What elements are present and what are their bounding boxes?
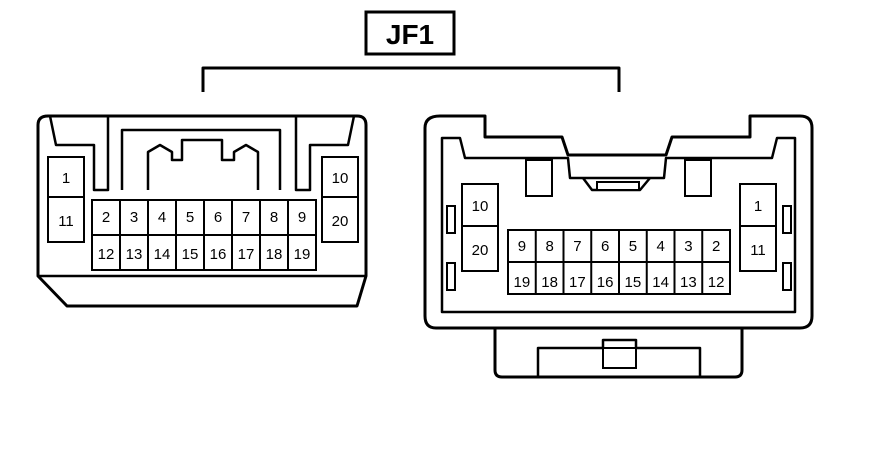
title-box (364, 10, 456, 56)
right-side-notch (782, 262, 792, 291)
left-pin-label: 20 (332, 213, 349, 230)
right-pin-label: 4 (656, 238, 664, 255)
right-pin-label: 2 (712, 238, 720, 255)
right-lock-housing (493, 328, 744, 379)
pin-cell (461, 225, 499, 272)
right-connector-inner-outline (440, 136, 797, 314)
pin-cell (739, 225, 777, 272)
pin-cell (321, 156, 359, 198)
right-side-notch (782, 205, 792, 234)
left-pin-label: 2 (102, 209, 110, 226)
right-lock-slot (602, 347, 637, 369)
bracket-line (201, 66, 621, 92)
left-pin-label: 10 (332, 170, 349, 187)
left-pin-grid (92, 200, 316, 270)
right-pin-label: 15 (625, 274, 642, 291)
left-pin-label: 9 (298, 209, 306, 226)
left-pin-label: 3 (130, 209, 138, 226)
right-key-post (684, 159, 712, 197)
right-pin-label: 18 (541, 274, 558, 291)
right-key-slot (596, 181, 640, 191)
right-side-notch (446, 262, 456, 291)
left-pin-label: 14 (154, 246, 171, 263)
left-connector-housing (36, 114, 368, 308)
left-pin-label: 18 (266, 246, 283, 263)
pin-cell (739, 183, 777, 227)
right-pin-grid (508, 230, 730, 294)
left-latch-outline-right (294, 115, 356, 192)
right-pin-label: 7 (573, 238, 581, 255)
left-pin-label: 7 (242, 209, 250, 226)
left-key-tab (146, 138, 260, 190)
pin-cell (461, 183, 499, 227)
left-pin-label: 13 (126, 246, 143, 263)
left-key-frame (120, 128, 282, 190)
right-pin-label: 17 (569, 274, 586, 291)
left-pin-label: 6 (214, 209, 222, 226)
right-pin-label: 9 (518, 238, 526, 255)
left-pin-label: 19 (294, 246, 311, 263)
pin-cell (321, 196, 359, 243)
title-label: JF1 (386, 19, 434, 50)
right-pin-label: 19 (514, 274, 531, 291)
right-pin-label: 12 (708, 274, 725, 291)
left-pin-label: 16 (210, 246, 227, 263)
right-pin-label: 20 (472, 242, 489, 259)
right-pin-label: 3 (684, 238, 692, 255)
right-key-post (525, 159, 553, 197)
right-pin-label: 14 (652, 274, 669, 291)
right-pin-label: 8 (545, 238, 553, 255)
left-pin-label: 5 (186, 209, 194, 226)
left-pin-label: 15 (182, 246, 199, 263)
left-pin-label: 17 (238, 246, 255, 263)
left-pin-label: 11 (58, 213, 74, 230)
left-pin-label: 8 (270, 209, 278, 226)
right-pin-label: 10 (472, 198, 489, 215)
left-pin-label: 12 (98, 246, 115, 263)
left-pin-label: 4 (158, 209, 166, 226)
right-pin-label: 16 (597, 274, 614, 291)
right-pin-label: 6 (601, 238, 609, 255)
left-latch-outline (48, 115, 110, 192)
right-pin-label: 5 (629, 238, 637, 255)
pin-cell (47, 196, 85, 243)
right-connector-housing (423, 114, 814, 330)
right-pin-label: 1 (754, 198, 762, 215)
right-lock-tab (536, 338, 702, 377)
right-side-notch (446, 205, 456, 234)
right-pin-label: 11 (750, 242, 766, 259)
left-pin-label: 1 (62, 170, 70, 187)
right-pin-label: 13 (680, 274, 697, 291)
